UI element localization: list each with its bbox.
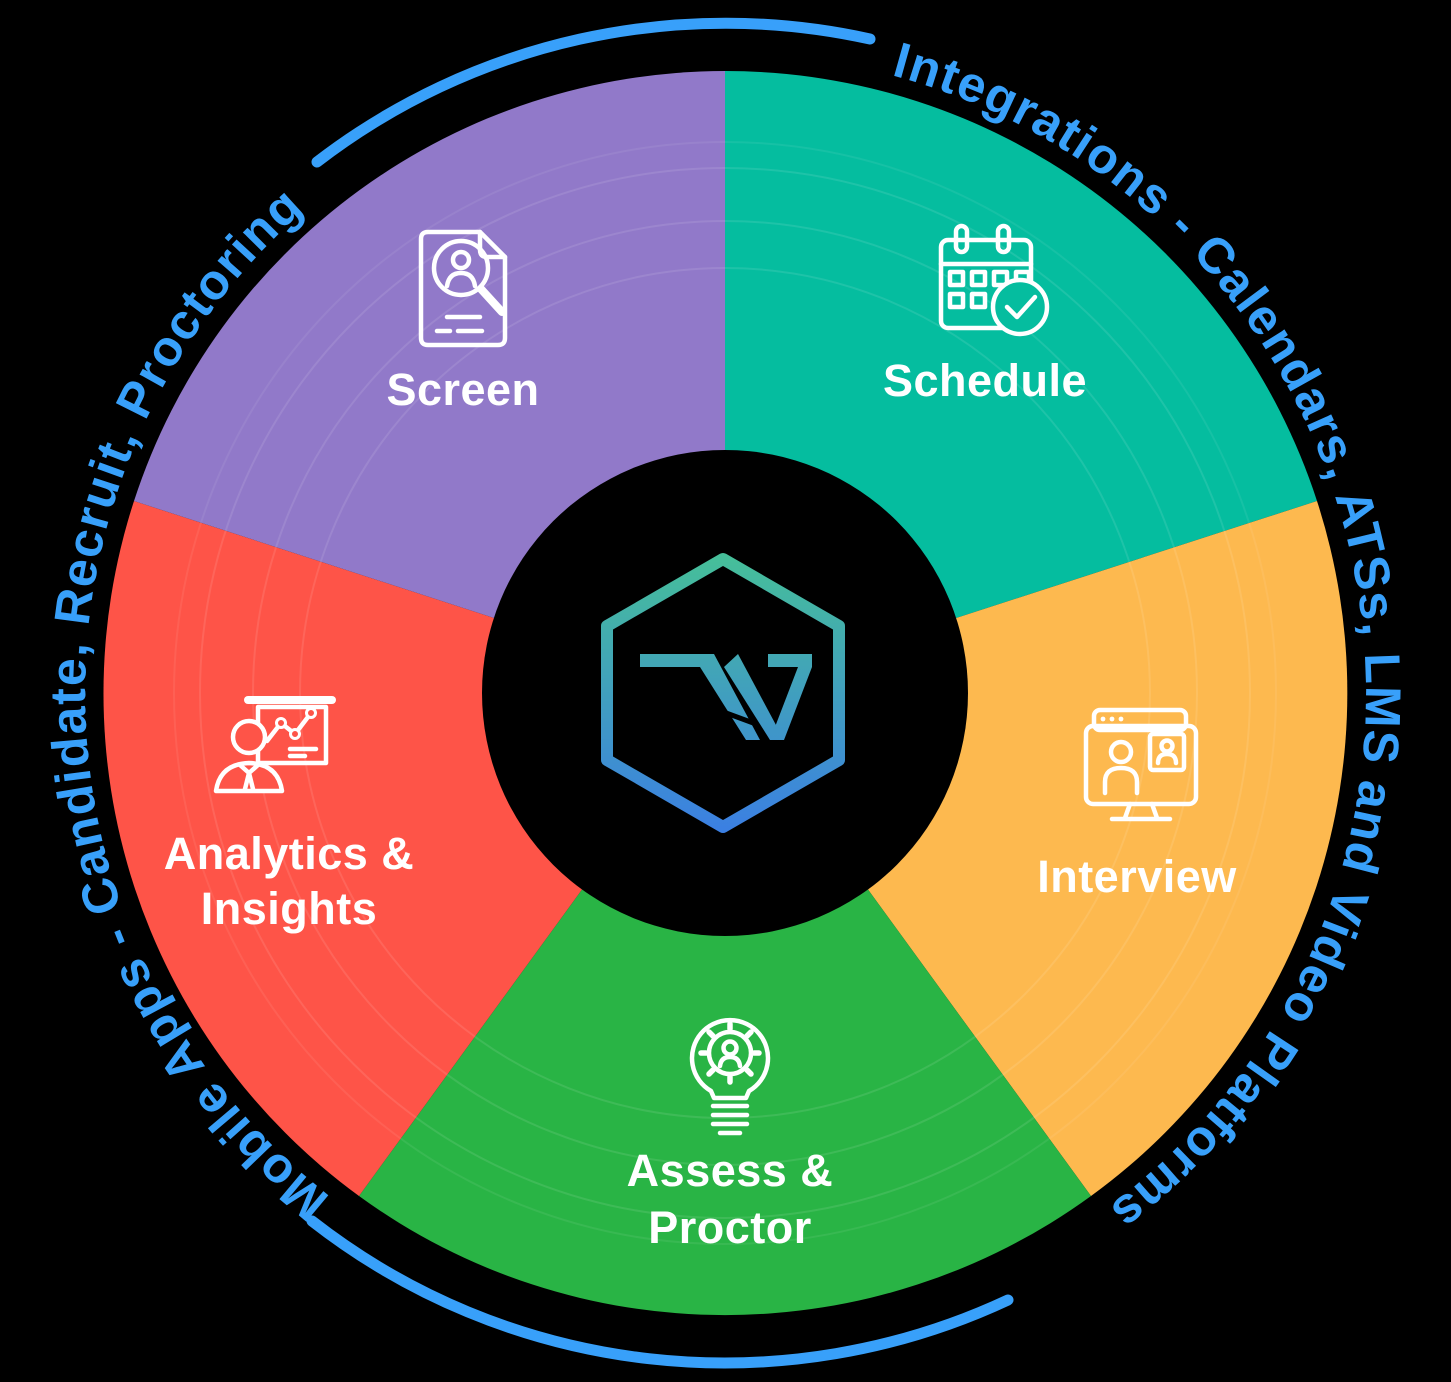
tv-monogram-icon — [640, 654, 812, 740]
resume-search-icon — [418, 229, 508, 348]
label-analytics-line1: Analytics & — [164, 828, 415, 879]
hexagon-outline — [601, 553, 845, 833]
decorative-rings — [173, 141, 1277, 1245]
segment-assess-proctor — [359, 693, 1091, 1316]
label-screen: Screen — [386, 364, 539, 415]
label-schedule: Schedule — [883, 355, 1087, 406]
video-interview-icon — [1083, 707, 1199, 822]
label-assess-line2: Proctor — [648, 1202, 812, 1253]
talview-logo — [601, 553, 845, 833]
ring-arc-bottom — [306, 1215, 1014, 1369]
calendar-check-icon — [938, 223, 1050, 337]
ring-arc-top — [311, 17, 876, 168]
label-assess-line1: Assess & — [627, 1145, 834, 1196]
presenter-chart-icon — [213, 696, 336, 794]
label-analytics-line2: Insights — [201, 883, 378, 934]
label-interview: Interview — [1037, 851, 1237, 902]
segment-labels: Schedule Interview Assess & Proctor Anal… — [164, 355, 1237, 1253]
lightbulb-gear-icon — [689, 1017, 771, 1136]
